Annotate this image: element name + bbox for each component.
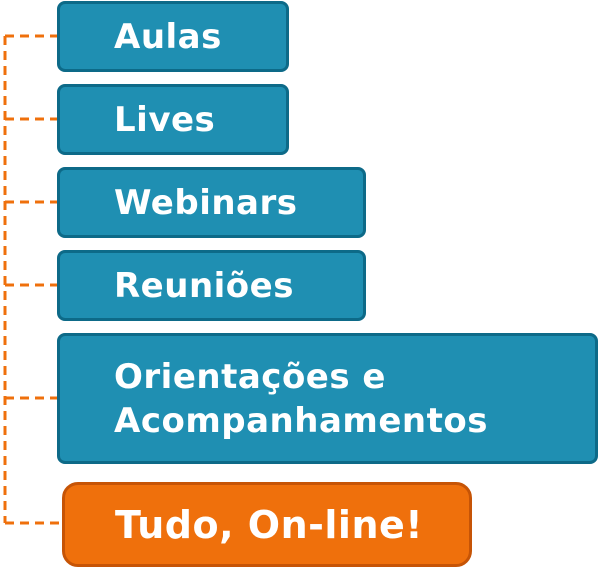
box-orientacoes-label: Orientações e Acompanhamentos <box>114 356 488 441</box>
box-lives-label: Lives <box>114 99 216 140</box>
box-webinars-label: Webinars <box>114 182 298 223</box>
box-orientacoes-acompanhamentos: Orientações e Acompanhamentos <box>57 333 598 464</box>
box-webinars: Webinars <box>57 167 366 238</box>
box-reunioes: Reuniões <box>57 250 366 321</box>
box-aulas-label: Aulas <box>114 16 222 57</box>
box-tudo-online-label: Tudo, On-line! <box>115 502 424 547</box>
box-tudo-online: Tudo, On-line! <box>62 482 472 567</box>
box-lives: Lives <box>57 84 289 155</box>
box-reunioes-label: Reuniões <box>114 265 294 306</box>
box-aulas: Aulas <box>57 1 289 72</box>
